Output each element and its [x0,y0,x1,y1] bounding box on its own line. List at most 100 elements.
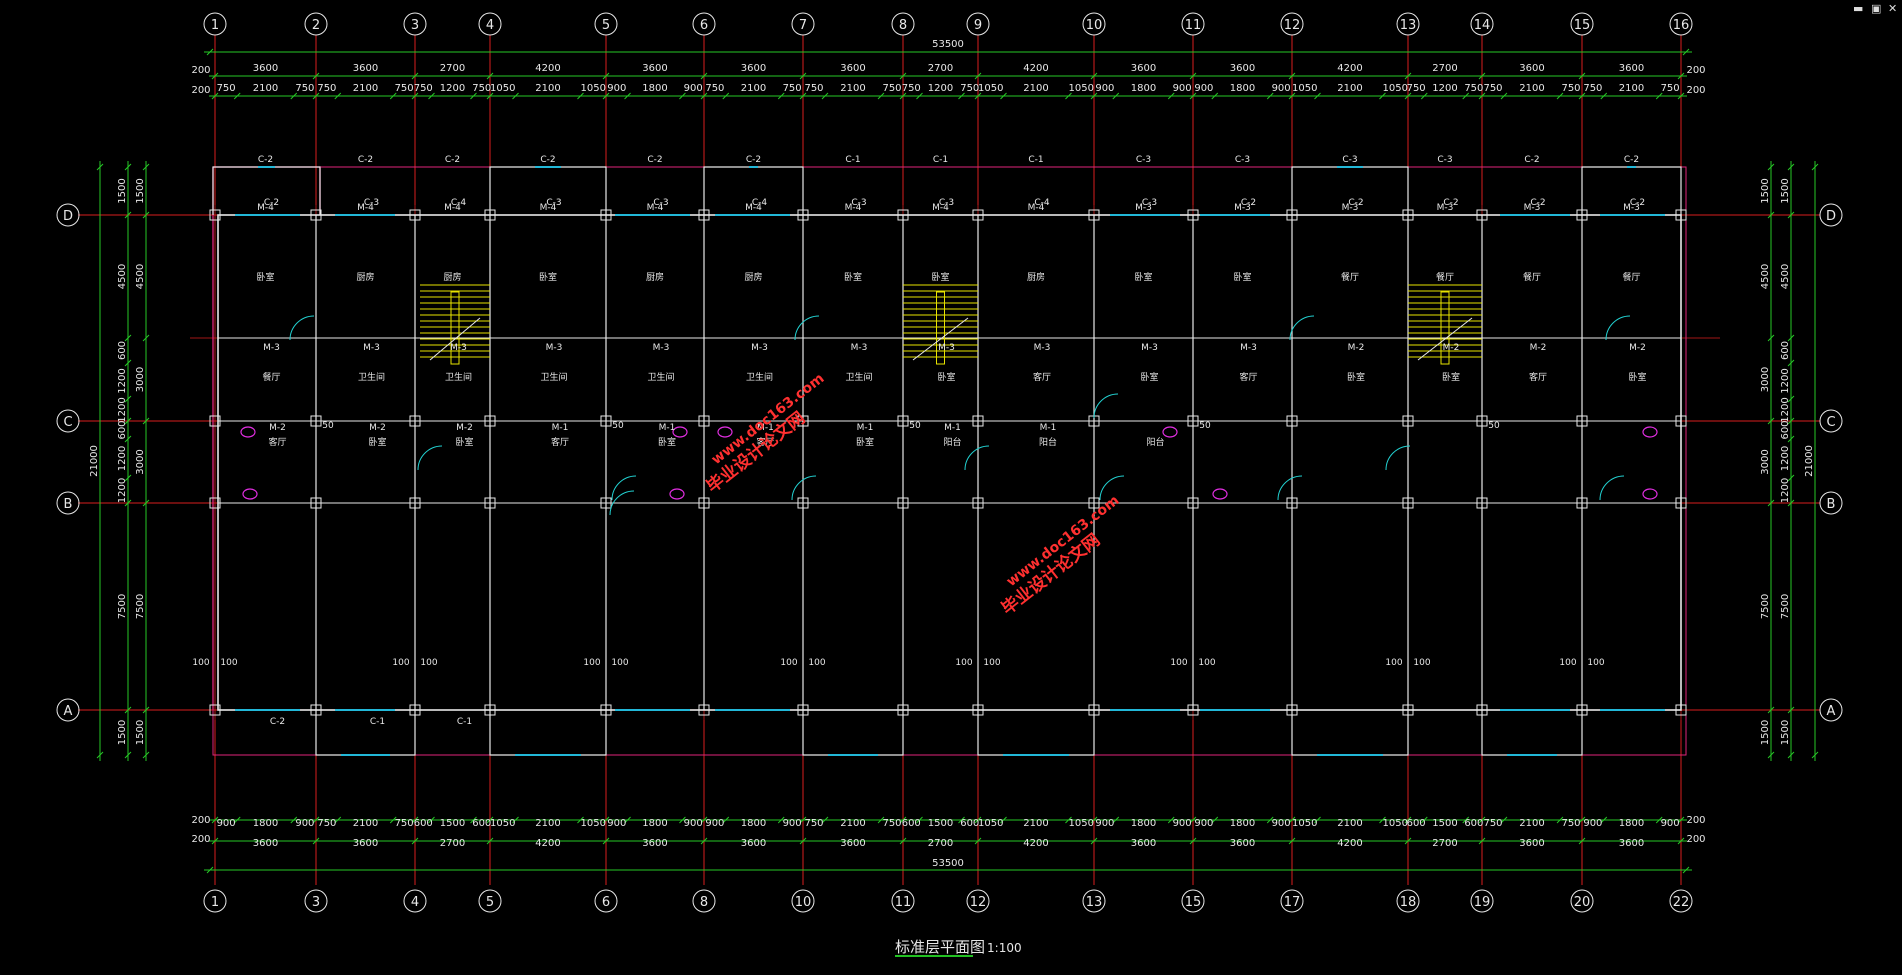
detail-dim-bottom-value: 1800 [1619,818,1644,829]
door-swing [609,490,635,516]
row-dim-side-tick [1767,334,1775,342]
detail-dim-bottom-value: 900 [607,818,626,829]
axis-bubble-bottom [1570,889,1594,913]
bay-dim-bottom-value: 2700 [1432,838,1457,849]
wall-offset-value: 100 [983,658,1000,668]
structural-column [897,209,909,221]
overall-dim-side-tick [1811,751,1819,759]
window-label: C-1 [1028,155,1043,165]
axis-bubble-bottom [692,889,716,913]
detail-dim-side-tick [1787,211,1795,219]
detail-dim-bottom-value: 2100 [535,818,560,829]
door-label: M-4 [845,203,862,213]
detail-dim-bottom-tick [1211,816,1219,824]
detail-dim-bottom-value: 2100 [353,818,378,829]
stair-arrow [429,317,481,361]
building-outline [212,166,1687,756]
room-label: 卫生间 [445,371,472,383]
structural-column [972,497,984,509]
detail-dim-bottom-tick [624,816,631,824]
axis-label-bottom: 6 [602,895,610,910]
bay-dim-top-value: 2700 [928,63,953,74]
bay-dim-bottom-value: 4200 [535,838,560,849]
detail-dim-side-value: 600 [1780,341,1791,360]
room-label: 厨房 [1027,271,1045,283]
structural-column [972,415,984,427]
axis-bubble-top [1396,12,1420,36]
bay-dim-bottom-tick [1677,837,1685,845]
axis-label-bottom: 4 [411,895,419,910]
detail-dim-bottom-value: 1050 [490,818,515,829]
room-label: 餐厅 [1523,271,1541,283]
axis-bubble-bottom [966,889,990,913]
axis-bubble-bottom [1181,889,1205,913]
bay-dim-top-tick [1090,72,1098,80]
structural-column [484,497,496,509]
detail-dim-bottom-value: 750 [1561,818,1580,829]
detail-dim-top-value: 750 [1483,83,1502,94]
axis-bubble-row [56,409,80,433]
detail-dim-bottom-tick [470,816,477,824]
detail-dim-bottom-value: 2100 [840,818,865,829]
bay-dim-top-tick [1288,72,1296,80]
room-label: 卧室 [1347,371,1365,383]
window-label: C-2 [1348,198,1363,208]
door-label: M-3 [1234,203,1251,213]
detail-dim-side-value: 4500 [1780,264,1791,289]
close-icon[interactable]: ✕ [1888,2,1898,15]
row-dim-side-tick [1767,163,1775,171]
detail-dim-top-tick [1288,92,1296,100]
row-dim-side-tick [142,163,150,171]
minimize-icon[interactable]: ▬ [1853,2,1864,15]
balcony-bottom [315,710,416,756]
door-swing [1605,315,1631,341]
edge-offset-value: 200 [1686,834,1705,845]
detail-dim-side-tick [1787,706,1795,714]
detail-dim-top-tick [290,92,298,100]
row-dim-side-tick [142,334,150,342]
detail-dim-top-value: 750 [960,83,979,94]
restore-icon[interactable]: ▣ [1871,2,1882,15]
detail-dim-top-tick [1600,92,1608,100]
detail-dim-side-tick [124,359,132,367]
bay-dim-top-tick [486,72,494,80]
detail-dim-top-tick [1090,92,1098,100]
detail-dim-top-value: 900 [607,83,626,94]
wall-offset-value: 100 [611,658,628,668]
detail-dim-bottom-value: 1050 [581,818,606,829]
door-label: M-2 [269,423,286,433]
room-label: 卧室 [256,271,274,283]
detail-dim-bottom-tick [1266,816,1274,824]
structural-column [1402,497,1414,509]
structural-column [310,415,322,427]
detail-dim-top-tick [1000,92,1007,100]
detail-dim-bottom-tick [1462,816,1470,824]
axis-bubble-top [1669,12,1693,36]
sanitary-fixture [242,488,258,500]
door-label: M-4 [540,203,557,213]
detail-dim-top-value: 900 [1095,83,1114,94]
detail-dim-top-tick [1578,92,1586,100]
detail-dim-top-tick [1655,92,1663,100]
detail-dim-top-value: 2100 [840,83,865,94]
detail-dim-bottom-value: 2100 [1337,818,1362,829]
detail-dim-top-value: 750 [882,83,901,94]
window-label: C-3 [653,198,668,208]
axis-label-bottom: 10 [795,895,812,910]
bay-dim-bottom-value: 2700 [928,838,953,849]
axis-label-bottom: 11 [895,895,912,910]
door-label: M-2 [1629,343,1646,353]
axis-bubble-top [891,12,915,36]
detail-dim-side-value: 1500 [1780,178,1791,203]
detail-dim-side-tick [1787,499,1795,507]
detail-dim-top-value: 1050 [1292,83,1317,94]
structural-column [310,497,322,509]
axis-bubble-top [1082,12,1106,36]
wall-offset-value: 100 [420,658,437,668]
door-swing [964,445,990,471]
row-dim-side-value: 3000 [135,367,146,392]
detail-dim-top-tick [1556,92,1564,100]
edge-offset-value: 200 [1686,815,1705,826]
bay-dim-bottom-value: 3600 [741,838,766,849]
window-label: C-2 [1630,198,1645,208]
